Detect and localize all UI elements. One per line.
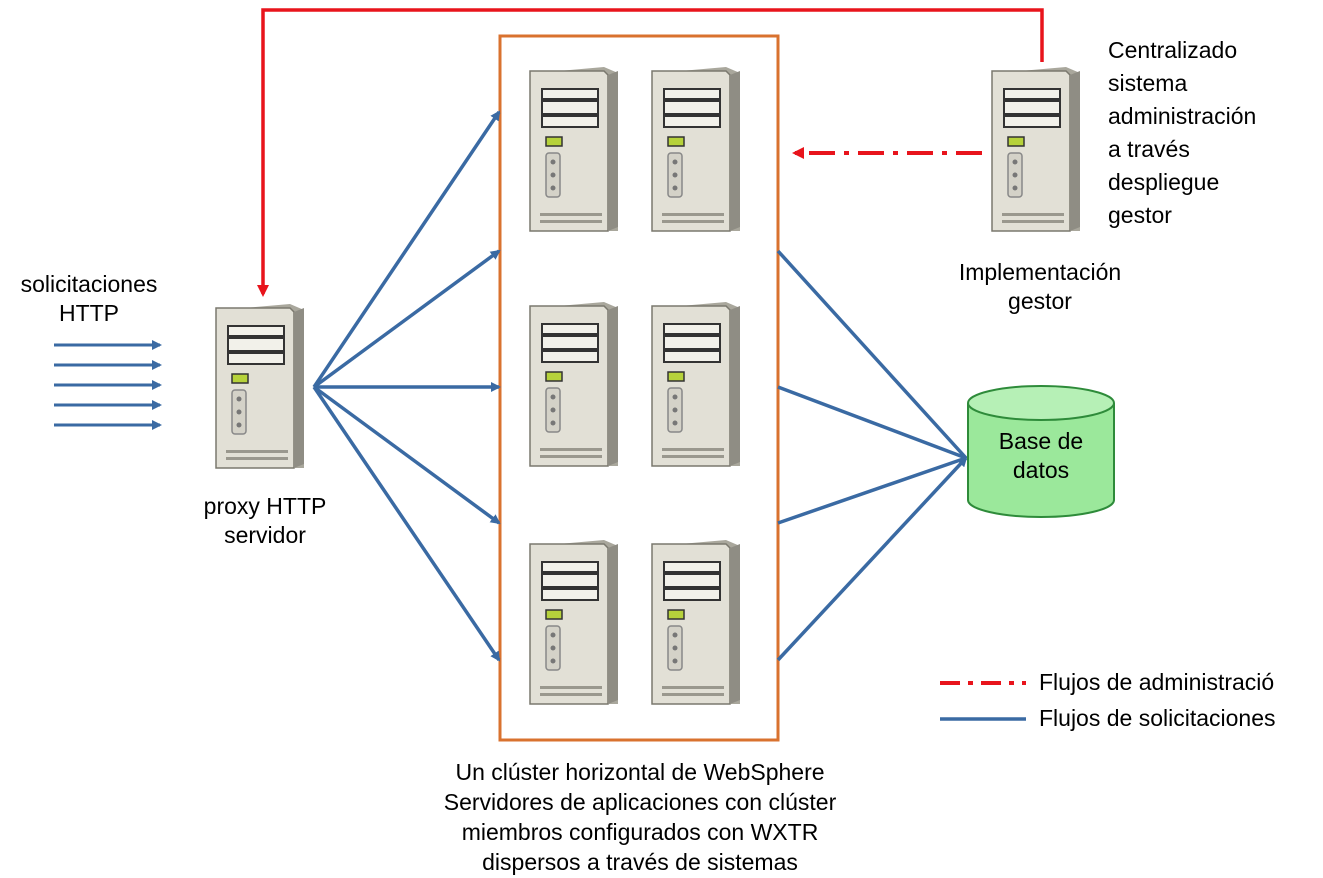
app-server-icon [650,300,742,470]
app-server-icon [528,538,620,708]
app-server-icon [528,300,620,470]
request-flow-line [312,249,501,389]
database-label: Base de datos [998,428,1084,483]
app-server-icon [650,538,742,708]
proxy-server-label: proxy HTTP servidor [203,493,327,548]
database-cylinder-icon: Base de datos [966,385,1116,520]
request-flow-line [776,249,968,460]
cluster-caption: Un clúster horizontal de WebSphere Servi… [443,759,837,875]
proxy-server-icon [214,302,306,472]
request-flow-line [312,386,501,662]
request-flow-line [777,385,967,460]
app-server-icon [650,65,742,235]
request-flow-line [777,456,967,525]
central-admin-label: Centralizado sistema administración a tr… [1108,37,1257,228]
proxy-to-cluster-flows [312,110,501,662]
request-flow-line [312,110,501,388]
app-server-icon [528,65,620,235]
incoming-request-arrows [54,340,162,430]
deployment-manager-label: Implementación gestor [958,259,1122,314]
admin-flow-to-proxy [257,8,1044,297]
legend-request-label: Flujos de solicitaciones [1039,705,1276,731]
http-requests-label: solicitaciones HTTP [20,271,158,326]
cluster-to-database-flows [776,249,968,662]
deployment-manager-server-icon [990,65,1082,235]
request-flow-line [312,385,501,525]
legend-admin-label: Flujos de administració [1039,669,1275,695]
request-flow-line [776,456,968,662]
